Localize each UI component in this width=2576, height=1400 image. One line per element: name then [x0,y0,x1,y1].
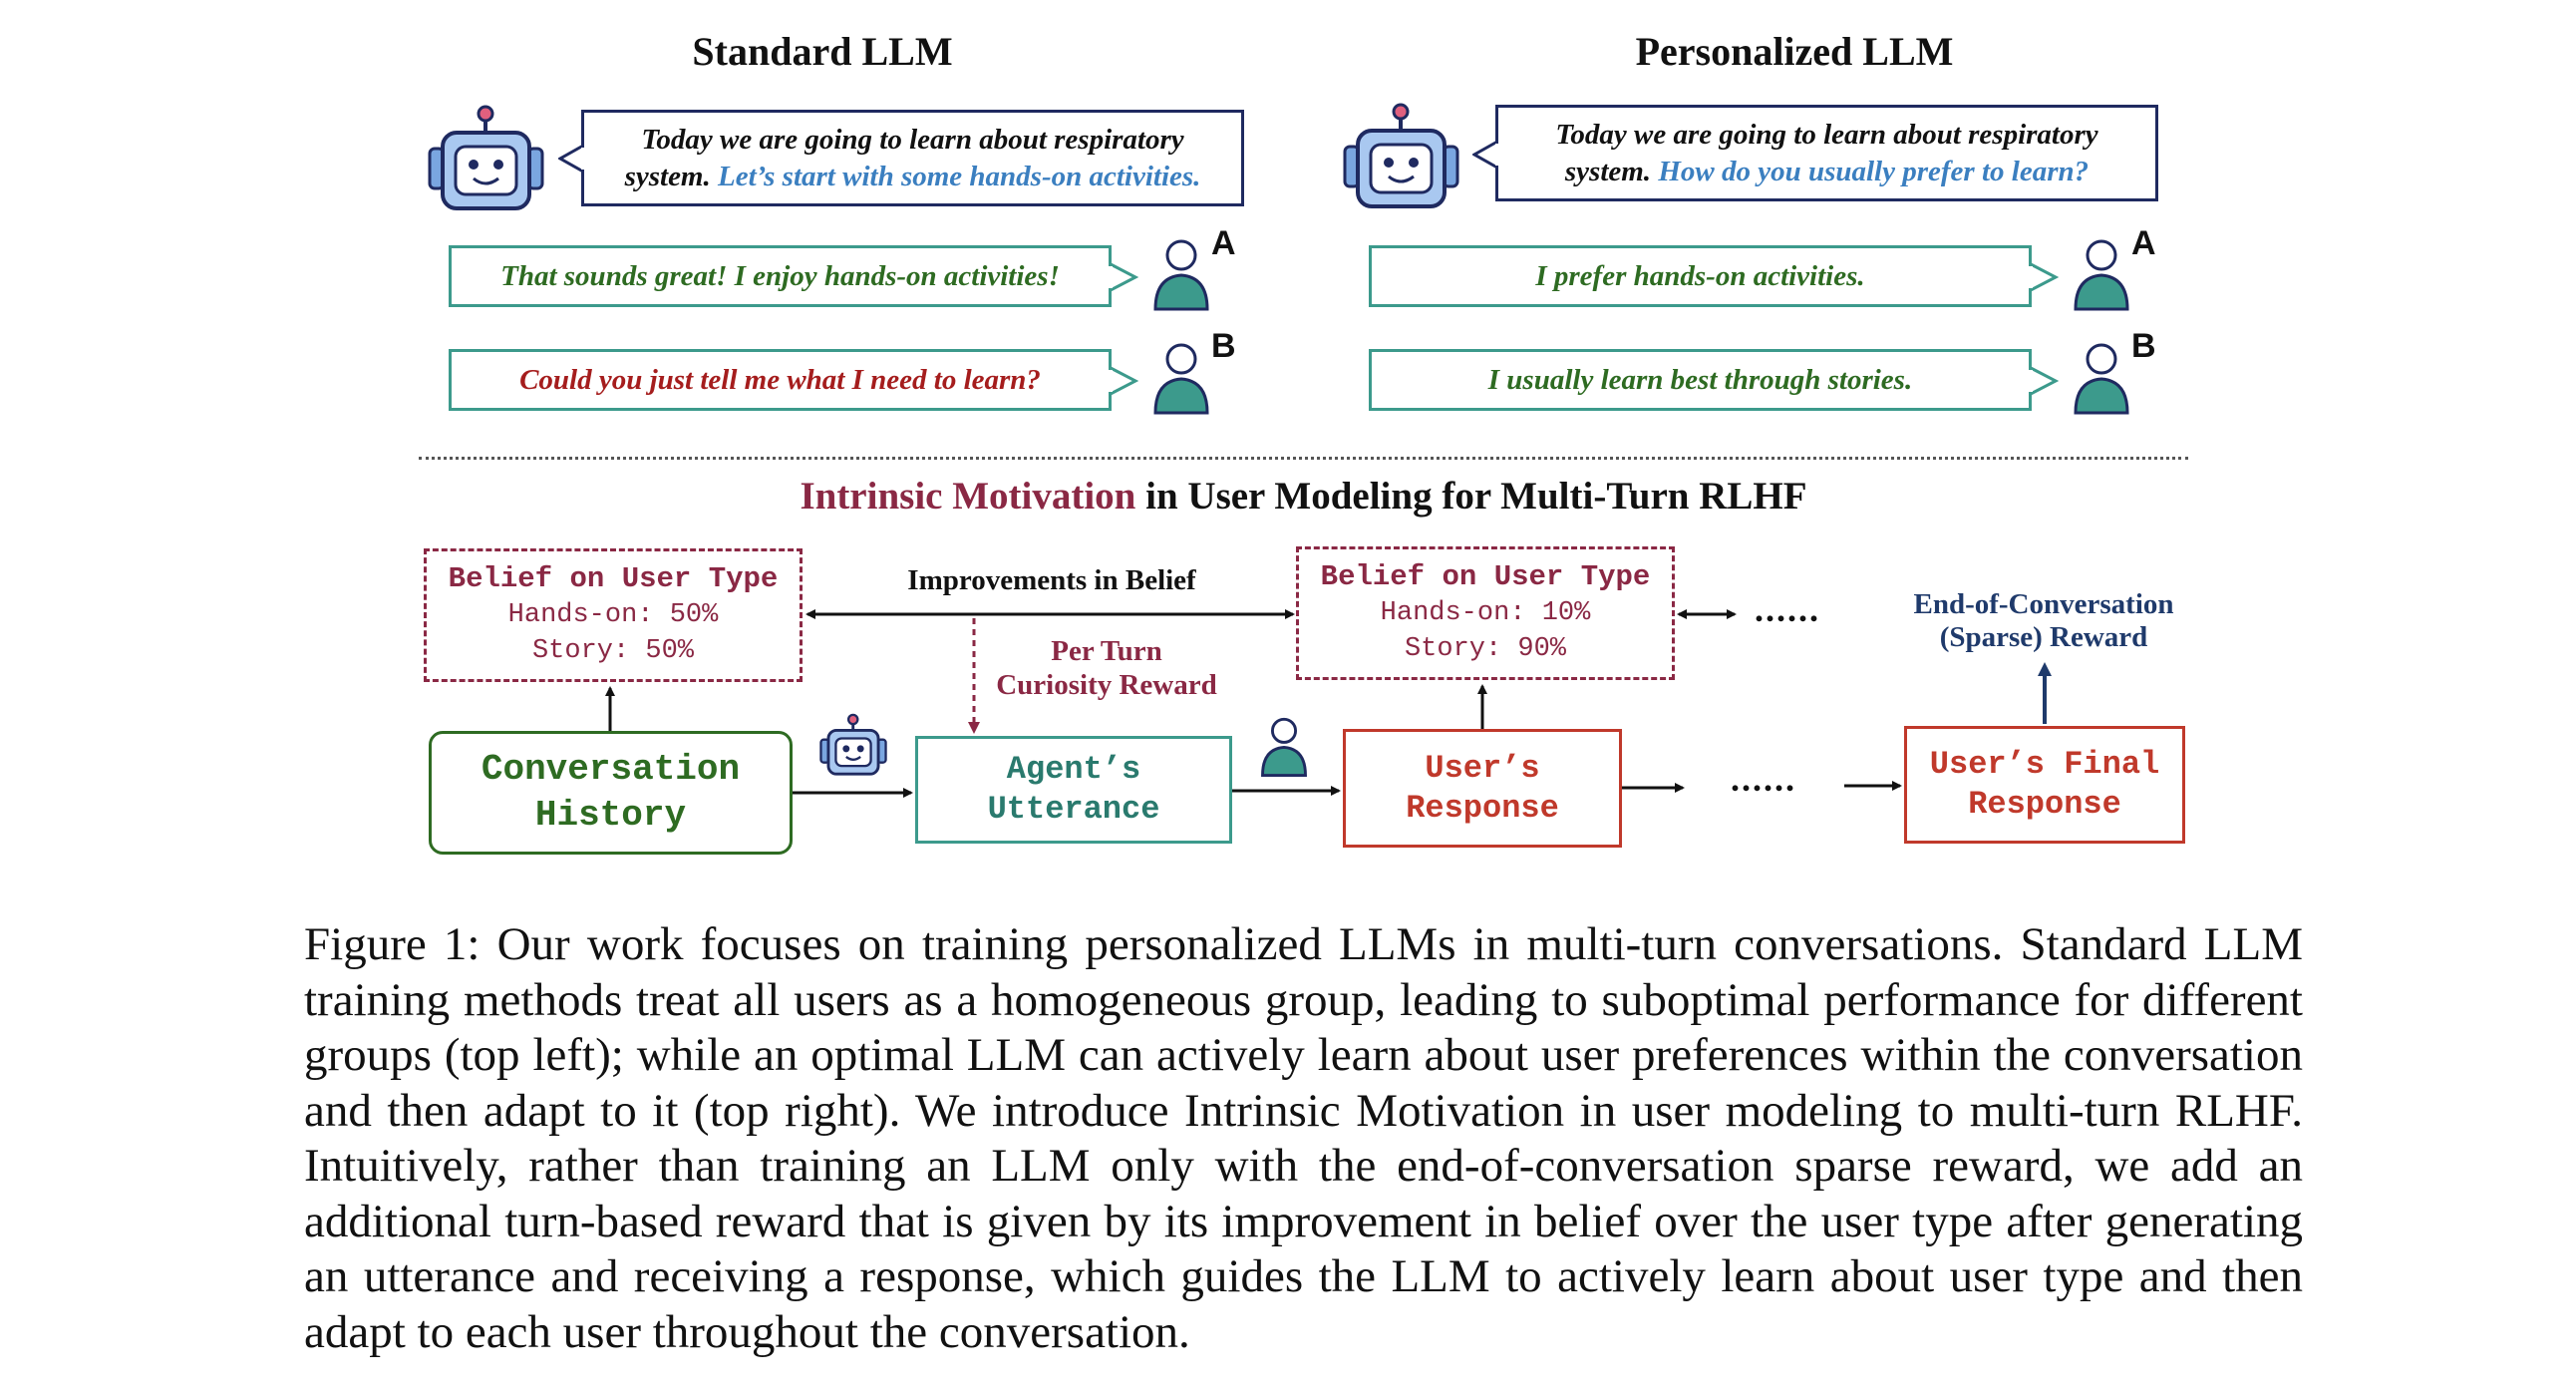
bubble-tail [2029,366,2059,396]
belief-hands-on: Hands-on: 50% [507,600,719,630]
belief-box-initial: Belief on User Type Hands-on: 50% Story:… [424,548,803,682]
end-reward-label: End-of-Conversation (Sparse) Reward [1913,588,2174,653]
user-icon [1153,239,1209,311]
conversation-history-node: Conversation History [429,731,793,855]
bubble-tail [2029,262,2059,292]
user-a-message-bubble: That sounds great! I enjoy hands-on acti… [449,245,1112,307]
robot-icon [819,713,887,776]
ellipsis-bottom: ...... [1731,759,1796,799]
figure-caption: Figure 1: Our work focuses on training p… [304,918,2303,1358]
diagram-arrows [605,609,2052,798]
bubble-tail [1109,262,1138,292]
bubble-tail [558,144,584,174]
agent-message-highlight: Let’s start with some hands-on activitie… [718,160,1201,192]
agent-message-highlight: How do you usually prefer to learn? [1658,155,2090,187]
user-a-message-bubble: I prefer hands-on activities. [1369,245,2032,307]
section-divider [419,457,2188,460]
user-a-message-text: That sounds great! I enjoy hands-on acti… [500,259,1060,292]
user-icon [1153,343,1209,415]
diagram-title-rest: in User Modeling for Multi-Turn RLHF [1135,475,1807,518]
agent-message-text: Today we are going to learn about respir… [624,123,1184,192]
user-icon [2074,239,2129,311]
user-b-message-text: Could you just tell me what I need to le… [519,363,1041,396]
user-final-response-node: User’s Final Response [1904,726,2185,844]
user-icon [1261,717,1307,777]
belief-box-updated: Belief on User Type Hands-on: 10% Story:… [1296,546,1675,680]
agent-message-text: Today we are going to learn about respir… [1555,118,2098,187]
user-b-message-bubble: Could you just tell me what I need to le… [449,349,1112,411]
improvements-label: Improvements in Belief [907,564,1196,596]
ellipsis-top: ...... [1755,589,1820,629]
user-b-message-text: I usually learn best through stories. [1487,363,1913,396]
user-icon [2074,343,2129,415]
user-b-letter: B [1211,327,1236,365]
diagram-title-highlight: Intrinsic Motivation [800,475,1136,518]
belief-hands-on: Hands-on: 10% [1380,598,1591,628]
belief-story: Story: 50% [531,636,695,666]
user-a-letter: A [1211,224,1236,262]
user-a-letter: A [2131,224,2156,262]
per-turn-reward-label: Per Turn Curiosity Reward [996,635,1217,701]
personalized-llm-title: Personalized LLM [1635,29,1954,74]
agent-utterance-node: Agent’s Utterance [915,736,1232,844]
bubble-tail [1109,366,1138,396]
user-b-message-bubble: I usually learn best through stories. [1369,349,2032,411]
belief-title: Belief on User Type [448,562,779,595]
robot-icon [1343,103,1459,208]
user-a-message-text: I prefer hands-on activities. [1535,259,1865,292]
agent-message-bubble: Today we are going to learn about respir… [581,110,1244,206]
user-b-letter: B [2131,327,2156,365]
standard-llm-title: Standard LLM [692,29,953,74]
belief-story: Story: 90% [1404,634,1567,664]
agent-message-bubble: Today we are going to learn about respir… [1495,105,2158,201]
bubble-tail [1472,140,1498,170]
user-response-node: User’s Response [1343,729,1622,848]
diagram-title: Intrinsic Motivation in User Modeling fo… [419,474,2188,519]
belief-title: Belief on User Type [1320,560,1651,593]
robot-icon [428,105,544,210]
